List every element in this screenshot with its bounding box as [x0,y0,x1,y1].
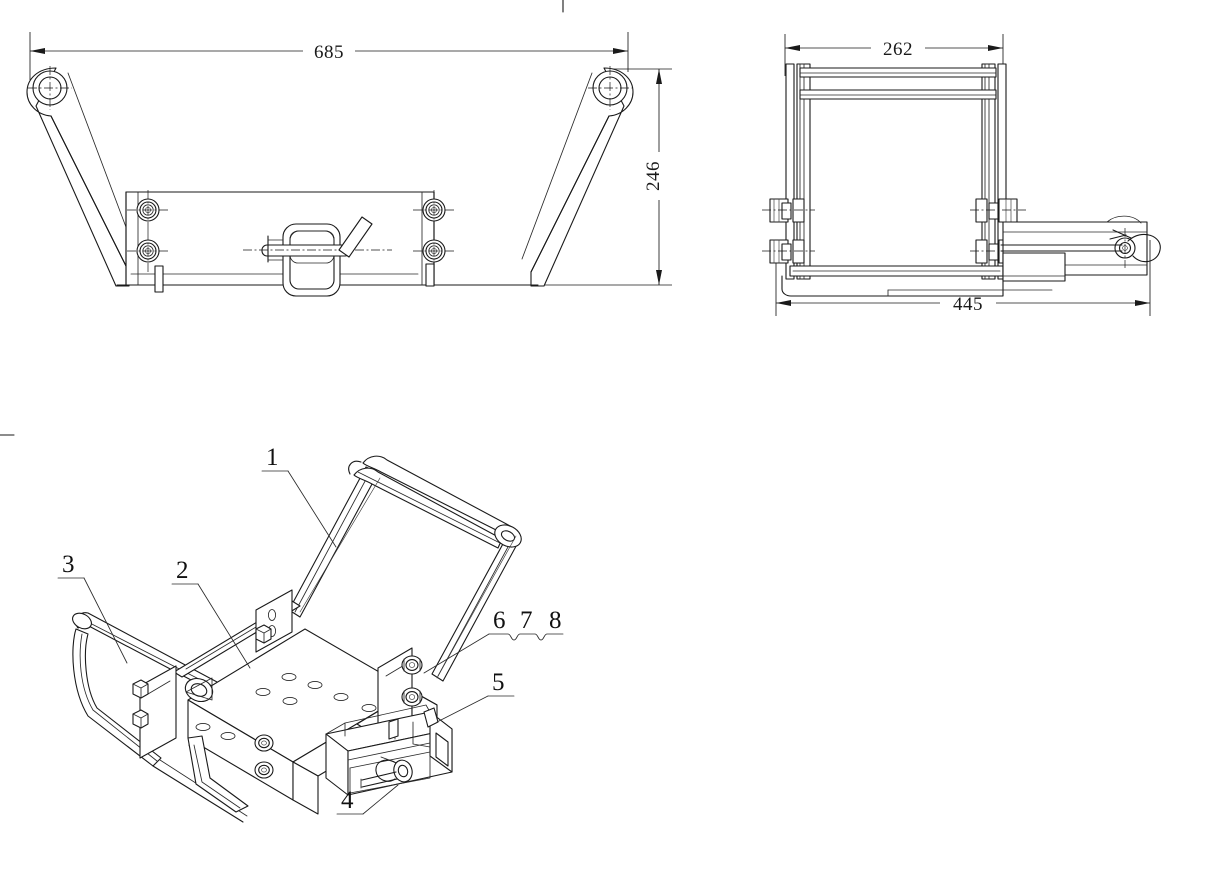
dimension-262-label: 262 [883,39,913,60]
iso-fastener-upper [401,655,423,675]
iso-base-plate-holes [255,672,377,713]
dimension-445: 445 [775,240,1151,316]
front-right-arm [521,66,634,287]
iso-callout-1: 1 [261,444,337,548]
front-view: 685 246 [26,32,672,297]
iso-callout-5: 5 [436,669,515,723]
iso-callout-2: 2 [171,557,251,669]
side-left-post [785,63,811,280]
dimension-262: 262 [784,34,1004,76]
side-hitch-pin [1000,215,1161,268]
front-studs [154,263,435,293]
callout-6-label: 6 [493,607,506,634]
iso-callout-3: 3 [57,551,128,664]
iso-callout-678: 6 7 8 [423,607,564,674]
bolt-upper-left [127,190,170,231]
callout-1-label: 1 [266,444,279,471]
callout-2-label: 2 [176,557,189,584]
side-fastener-upper-left [762,198,815,223]
dimension-445-label: 445 [953,294,983,315]
callout-5-label: 5 [492,669,505,696]
bolt-lower-left [127,231,170,272]
dimension-246: 246 [412,68,672,286]
iso-fastener-left-lower [132,709,149,729]
dimension-685-label: 685 [314,42,344,63]
iso-hitch-pin [360,756,413,789]
callout-3-label: 3 [62,551,75,578]
dimension-246-label: 246 [643,161,664,191]
bolt-lower-right [413,231,456,272]
iso-fastener-top-flange [255,624,272,644]
dimension-685: 685 [29,32,629,80]
iso-fastener-left-upper [132,679,149,699]
front-bolt-group [127,190,456,272]
callout-4-label: 4 [341,787,354,814]
side-fastener-upper-right [970,198,1026,223]
callout-8-label: 8 [549,607,562,634]
registration-marks [0,0,564,436]
side-view: 262 445 [762,34,1161,316]
front-hitch-latch [243,216,392,297]
isometric-view: 1 2 3 4 5 6 7 8 [57,444,564,823]
iso-receiver-link [388,718,431,748]
iso-fastener-lower [401,687,423,707]
iso-callout-4: 4 [336,784,399,815]
side-upper-rails [799,67,997,100]
iso-fastener-front-lower [254,761,274,779]
iso-upper-swing-arm [288,455,522,682]
side-receiver-arm [1002,221,1148,282]
front-left-arm [26,66,139,287]
iso-fastener-front-upper [254,734,274,752]
bolt-upper-right [413,190,456,231]
side-fastener-lower-left [762,239,815,264]
side-right-post [981,63,1007,280]
callout-7-label: 7 [520,607,533,634]
